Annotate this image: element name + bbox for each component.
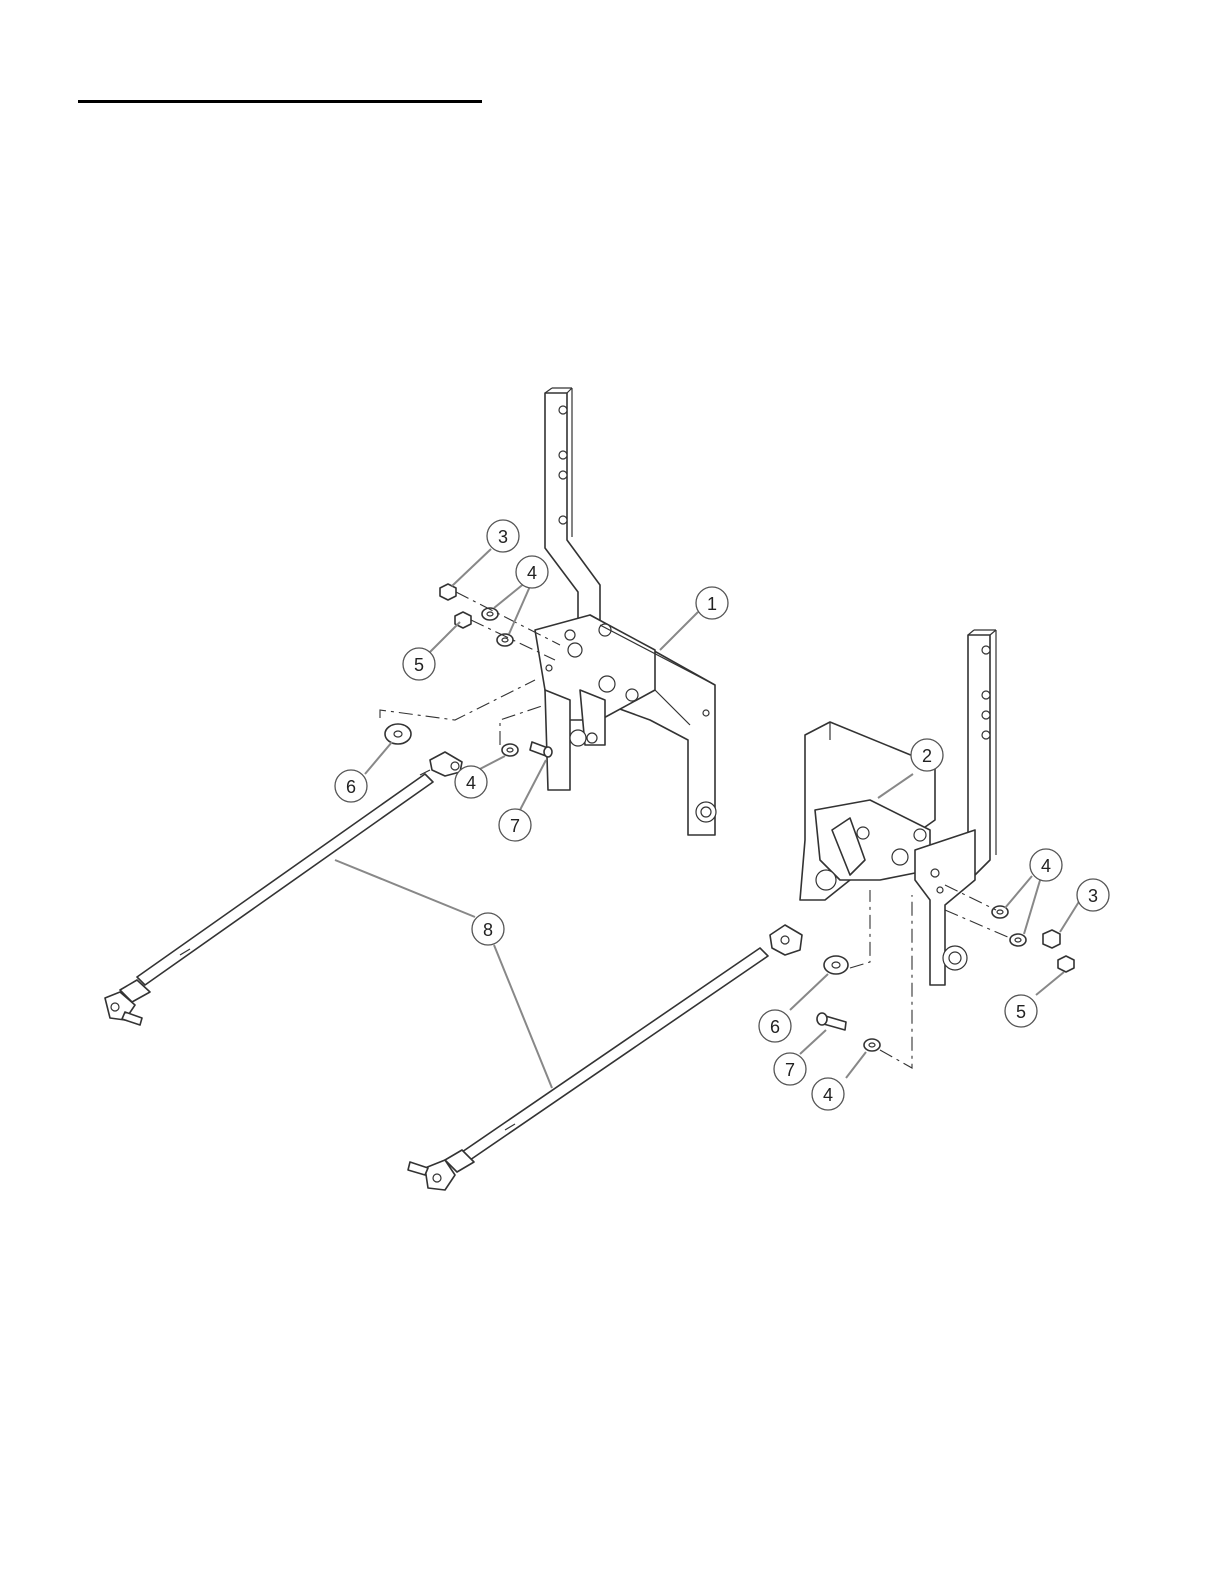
callout-8: 8 — [472, 913, 504, 945]
callout-2: 2 — [911, 739, 943, 771]
svg-text:3: 3 — [1088, 886, 1098, 906]
svg-text:1: 1 — [707, 594, 717, 614]
svg-text:4: 4 — [466, 773, 476, 793]
callout-7-left: 7 — [499, 809, 531, 841]
svg-text:4: 4 — [527, 563, 537, 583]
right-control-lever-assembly — [800, 630, 996, 985]
right-control-rod — [408, 925, 802, 1190]
svg-text:5: 5 — [414, 655, 424, 675]
svg-text:4: 4 — [1041, 856, 1051, 876]
svg-text:7: 7 — [510, 816, 520, 836]
callout-6-right: 6 — [759, 1010, 791, 1042]
right-nut-5 — [1058, 956, 1074, 972]
callout-4-right-lower: 4 — [812, 1078, 844, 1110]
svg-text:3: 3 — [498, 527, 508, 547]
callout-6-left: 6 — [335, 770, 367, 802]
svg-text:4: 4 — [823, 1085, 833, 1105]
left-control-rod — [105, 752, 462, 1025]
svg-text:6: 6 — [346, 777, 356, 797]
callout-3-right: 3 — [1077, 879, 1109, 911]
callout-4-right-upper: 4 — [1030, 849, 1062, 881]
left-control-lever-assembly — [535, 388, 716, 835]
svg-text:7: 7 — [785, 1060, 795, 1080]
svg-text:2: 2 — [922, 746, 932, 766]
callout-7-right: 7 — [774, 1053, 806, 1085]
callout-5-left: 5 — [403, 648, 435, 680]
svg-text:8: 8 — [483, 920, 493, 940]
svg-text:6: 6 — [770, 1017, 780, 1037]
callout-4-left-lower: 4 — [455, 766, 487, 798]
callout-5-right: 5 — [1005, 995, 1037, 1027]
callout-1: 1 — [696, 587, 728, 619]
callout-4-left-upper: 4 — [516, 556, 548, 588]
left-lower-plate — [545, 690, 570, 790]
right-nut-3 — [1043, 930, 1060, 948]
left-nut-3 — [440, 584, 456, 600]
svg-text:5: 5 — [1016, 1002, 1026, 1022]
callout-3-left: 3 — [487, 520, 519, 552]
